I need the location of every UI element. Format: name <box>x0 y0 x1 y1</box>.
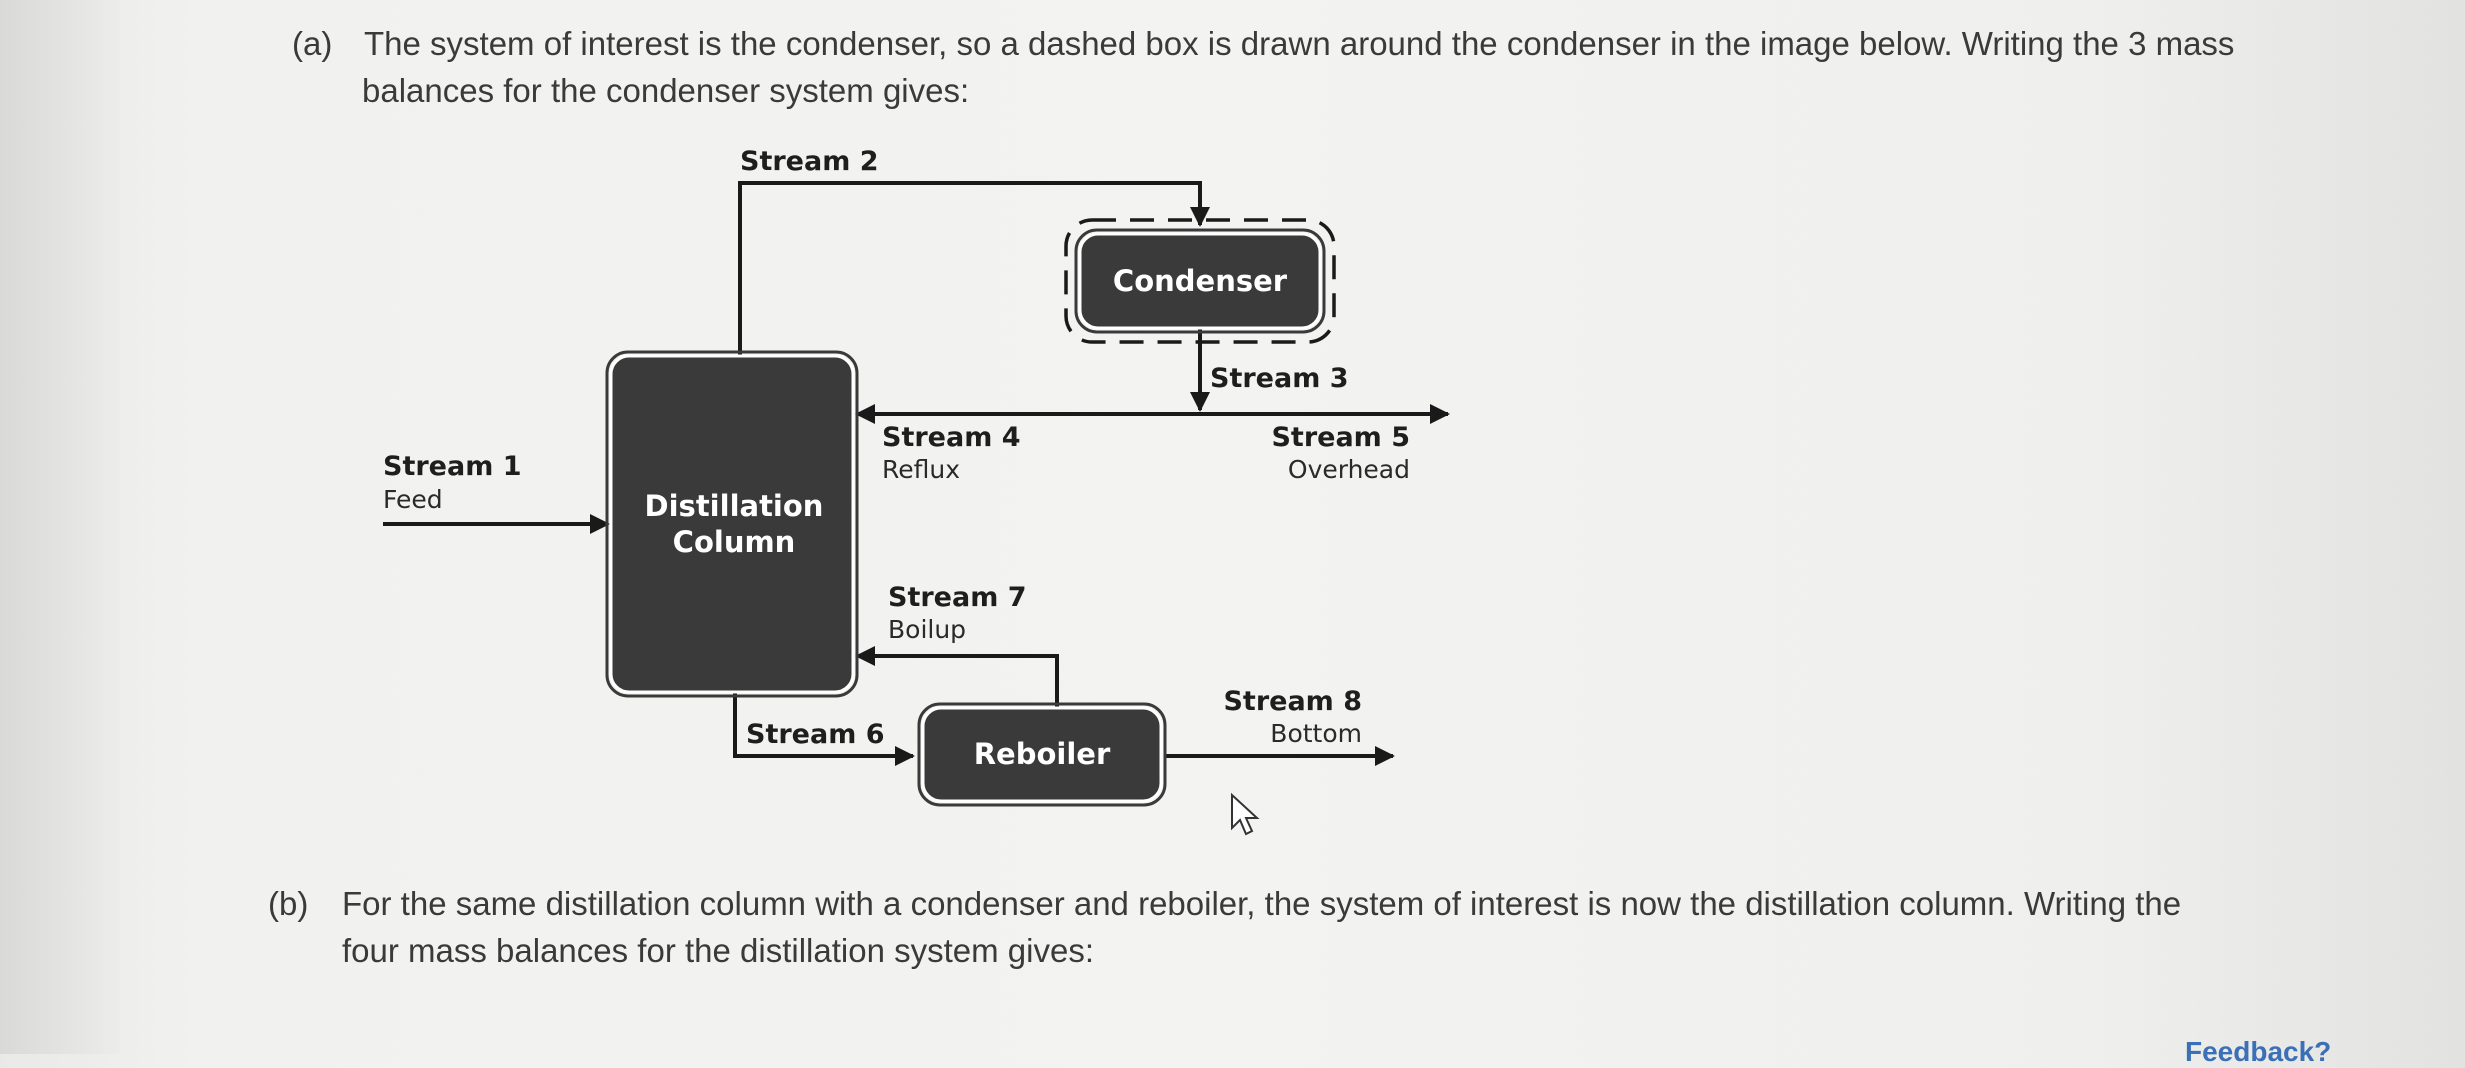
condenser-label: Condenser <box>1113 264 1288 298</box>
stream-6-label: Stream 6 <box>746 719 885 750</box>
distillation-column-box <box>609 354 855 694</box>
feedback-link[interactable]: Feedback? <box>2185 1036 2332 1067</box>
stream-4-sublabel: Reflux <box>882 455 960 484</box>
part-a-line-1: The system of interest is the condenser,… <box>364 25 2235 62</box>
stream-2-label: Stream 2 <box>740 146 879 177</box>
condenser-system-boundary <box>1064 218 1336 344</box>
stream-7-line <box>855 646 1059 708</box>
stream-3-label: Stream 3 <box>1210 363 1349 394</box>
stream-7-label: Stream 7 <box>888 582 1027 613</box>
stream-8-sublabel: Bottom <box>1270 719 1362 748</box>
page-edge-shadow <box>0 0 120 1054</box>
stream-1-label: Stream 1 <box>383 451 522 482</box>
reboiler-box <box>921 706 1163 803</box>
part-b-marker: (b) <box>268 885 309 922</box>
stream-5-label: Stream 5 <box>1271 422 1410 453</box>
mouse-cursor-icon <box>1231 792 1260 836</box>
distillation-column-outline <box>605 350 859 698</box>
part-b-line-1: For the same distillation column with a … <box>342 885 2182 922</box>
condenser-box <box>1078 232 1322 330</box>
stream-8-label: Stream 8 <box>1223 686 1362 717</box>
part-a-marker: (a) <box>292 25 333 62</box>
column-label-line-1: Distillation <box>645 489 824 523</box>
stream-2-line <box>738 181 1210 356</box>
part-a-line-2: balances for the condenser system gives: <box>362 72 970 109</box>
condenser-outline <box>1074 228 1326 334</box>
part-b-line-2: four mass balances for the distillation … <box>342 932 1094 969</box>
stream-5-sublabel: Overhead <box>1288 455 1410 484</box>
stream-7-sublabel: Boilup <box>888 615 966 644</box>
reboiler-outline <box>917 702 1167 807</box>
column-label-line-2: Column <box>673 525 796 559</box>
stream-4-label: Stream 4 <box>882 422 1021 453</box>
part-a-paragraph: (a) The system of interest is the conden… <box>292 20 2342 120</box>
reboiler-label: Reboiler <box>974 737 1111 771</box>
stream-1-sublabel: Feed <box>383 485 443 514</box>
stream-6-line <box>733 692 915 766</box>
part-b-paragraph: (b) For the same distillation column wit… <box>268 880 2368 980</box>
